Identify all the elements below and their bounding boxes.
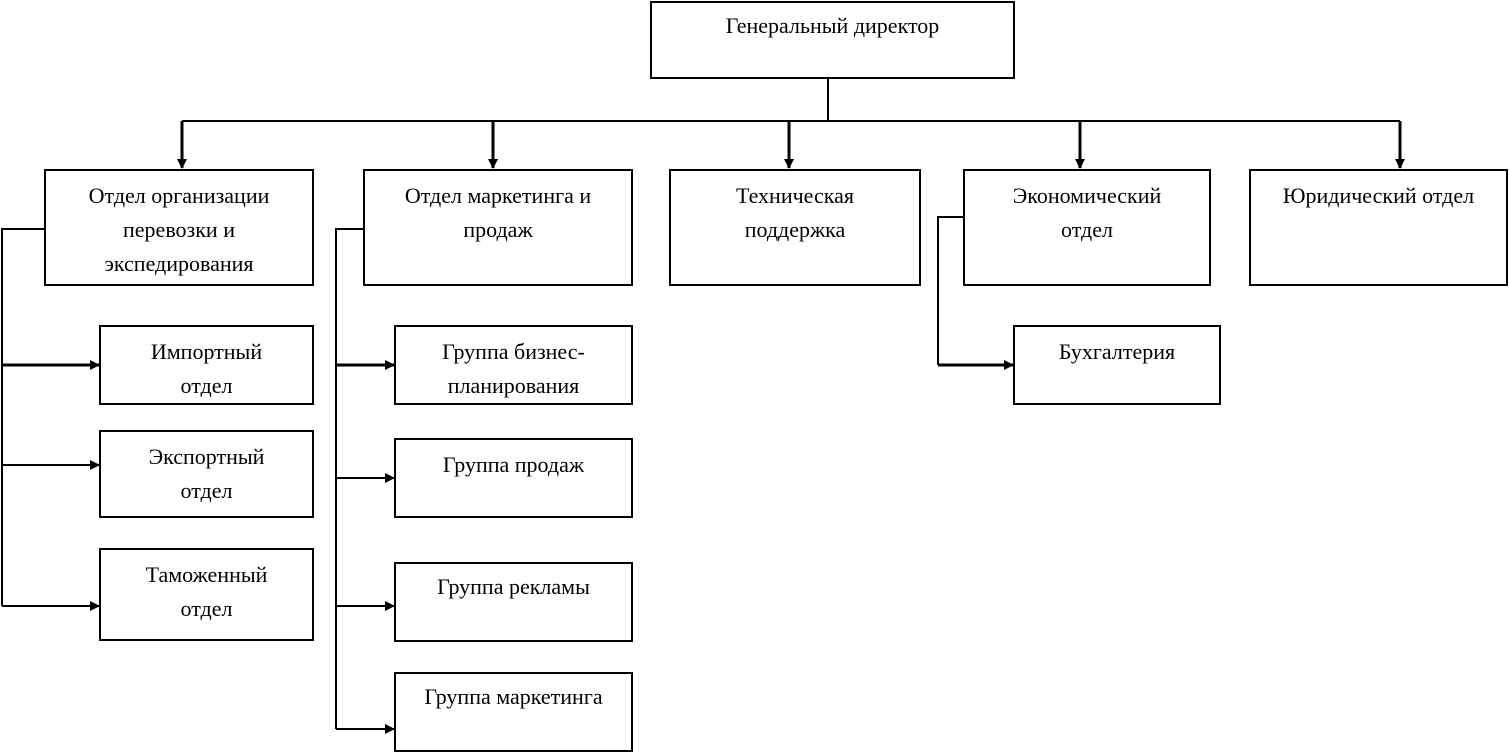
node-import-department: Импортный отдел xyxy=(99,325,314,405)
node-label: Отдел маркетинга и продаж xyxy=(404,183,592,242)
marketing-branch-spine xyxy=(335,228,364,729)
node-business-planning-group: Группа бизнес- планирования xyxy=(394,325,633,405)
transport-branch-spine xyxy=(1,228,45,606)
node-label: Бухгалтерия xyxy=(1058,339,1176,364)
node-advertising-group: Группа рекламы xyxy=(394,562,633,642)
node-label: Таможенный отдел xyxy=(145,562,268,621)
node-marketing-group: Группа маркетинга xyxy=(394,672,633,752)
node-label: Группа продаж xyxy=(442,452,585,477)
node-transport-department: Отдел организации перевозки и экспедиров… xyxy=(44,169,314,286)
node-label: Импортный отдел xyxy=(150,339,263,398)
node-tech-support: Техническая поддержка xyxy=(669,169,921,286)
node-label: Отдел организации перевозки и экспедиров… xyxy=(88,183,270,276)
node-label: Техническая поддержка xyxy=(735,183,854,242)
node-accounting: Бухгалтерия xyxy=(1013,325,1221,405)
node-export-department: Экспортный отдел xyxy=(99,430,314,518)
node-label: Группа бизнес- планирования xyxy=(442,339,585,398)
node-legal-department: Юридический отдел xyxy=(1249,169,1508,286)
node-label: Группа рекламы xyxy=(437,574,590,599)
node-label: Группа маркетинга xyxy=(424,684,603,709)
node-sales-group: Группа продаж xyxy=(394,438,633,518)
node-marketing-sales-department: Отдел маркетинга и продаж xyxy=(363,169,633,286)
node-label: Экспортный отдел xyxy=(148,444,265,503)
node-general-director: Генеральный директор xyxy=(650,1,1015,79)
node-label: Юридический отдел xyxy=(1282,183,1475,208)
node-label: Генеральный директор xyxy=(725,13,940,38)
node-customs-department: Таможенный отдел xyxy=(99,548,314,641)
node-economic-department: Экономический отдел xyxy=(963,169,1211,286)
economic-branch-spine xyxy=(937,216,964,365)
node-label: Экономический отдел xyxy=(1012,183,1162,242)
